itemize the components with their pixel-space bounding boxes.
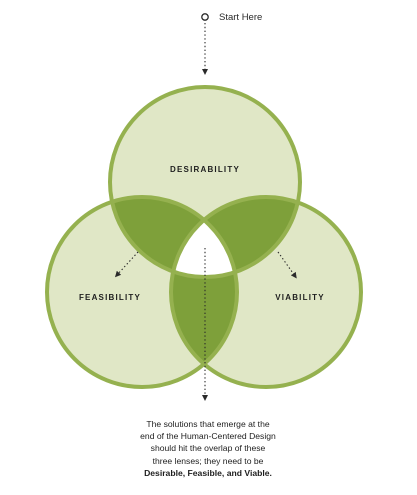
desirability-label: DESIRABILITY <box>170 165 240 174</box>
feasibility-label: FEASIBILITY <box>79 293 141 302</box>
caption-line: should hit the overlap of these <box>150 443 266 454</box>
start-marker-icon <box>201 13 209 21</box>
center-overlap <box>171 197 237 277</box>
caption: The solutions that emerge at the end of … <box>98 418 318 479</box>
feasibility-arrow <box>114 251 139 278</box>
caption-line: three lenses; they need to be <box>152 455 264 466</box>
start-here-label: Start Here <box>219 12 263 23</box>
viability-arrow <box>277 251 297 279</box>
caption-emphasis: Desirable, Feasible, and Viable. <box>144 467 272 478</box>
desirability-outline <box>108 85 302 279</box>
viability-label: VIABILITY <box>275 293 324 302</box>
caption-line: end of the Human-Centered Design <box>140 431 276 442</box>
viability-outline <box>169 195 363 389</box>
feasibility-outline <box>45 195 239 389</box>
caption-line: The solutions that emerge at the <box>146 419 270 429</box>
